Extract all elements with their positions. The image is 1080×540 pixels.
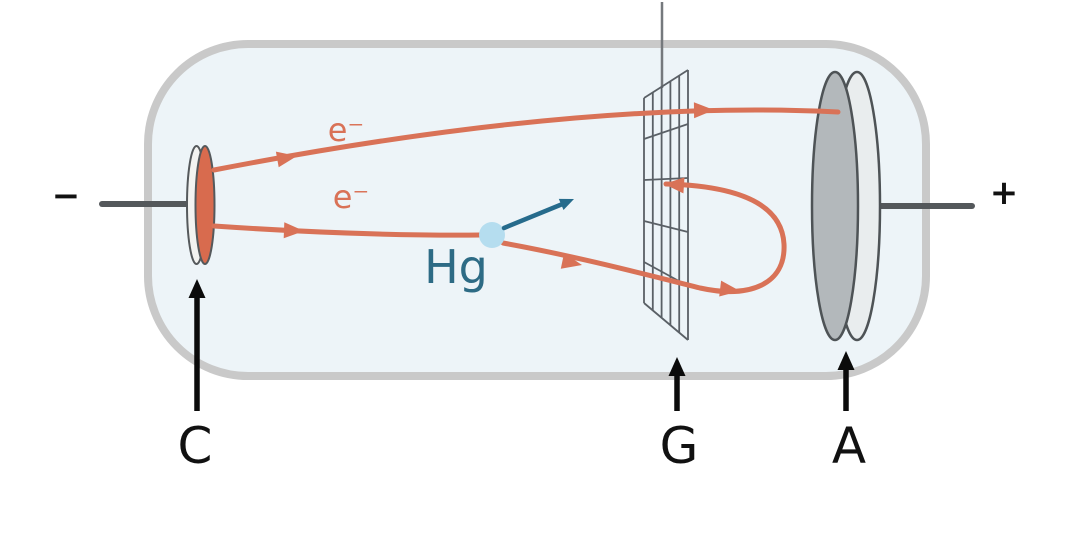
cathode-pointer-arrow: [188, 279, 206, 411]
anode-label: A: [832, 417, 866, 475]
mercury-label: Hg: [424, 240, 488, 294]
mercury-recoil-arrow: [501, 198, 574, 231]
cathode-label: C: [178, 417, 213, 475]
electron-path-upper: [211, 102, 841, 173]
grid-label: G: [660, 417, 699, 475]
arrowhead-icon: [560, 253, 582, 269]
arrowhead-icon: [188, 279, 206, 298]
cathode-disk: [186, 145, 216, 265]
arrowhead-icon: [275, 151, 297, 168]
negative-terminal-label: −: [52, 176, 81, 216]
electron-label-upper: e⁻: [328, 111, 365, 149]
grid-pointer-arrow: [668, 357, 686, 411]
arrowhead-icon: [719, 280, 740, 297]
arrowhead-icon: [693, 102, 714, 119]
arrowhead-icon: [668, 357, 686, 376]
vacuum-tube-envelope: [144, 40, 930, 380]
electron-path-lower: [211, 222, 483, 239]
positive-terminal-label: +: [990, 173, 1019, 213]
arrowhead-icon: [558, 198, 574, 210]
arrowhead-icon: [837, 351, 855, 370]
arrowhead-icon: [664, 177, 685, 194]
electron-label-lower: e⁻: [333, 178, 370, 216]
anode-disk: [810, 70, 882, 342]
mercury-atom: [479, 222, 505, 248]
anode-face: [810, 70, 860, 342]
cathode-face: [194, 145, 216, 265]
arrowhead-icon: [283, 222, 304, 239]
electron-return-path: [500, 177, 787, 297]
anode-pointer-arrow: [837, 351, 855, 411]
